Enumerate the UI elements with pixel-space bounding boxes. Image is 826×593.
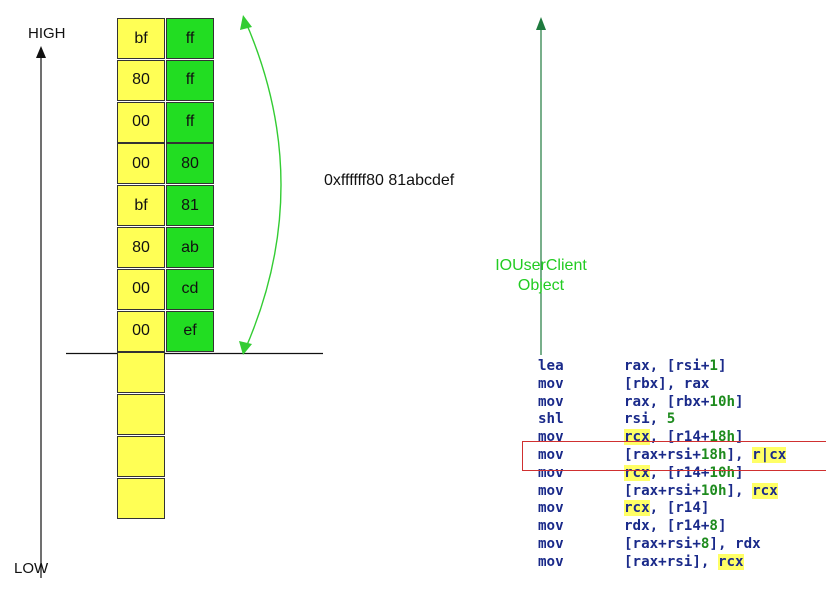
asm-operand: 5 [666,411,676,428]
asm-operand: [rax+rsi+ [624,535,701,552]
memory-cell-right: ff [166,59,214,101]
highlight-box [522,441,826,471]
asm-operand: ] [717,518,727,535]
memory-cell-left: bf [117,18,165,59]
asm-opcode: mov [538,464,564,481]
memory-cell-right: cd [166,268,214,310]
asm-operand: 8 [700,535,710,552]
asm-operand: ] [735,429,744,446]
memory-cell-left [117,352,165,394]
asm-operand: 8 [709,518,718,535]
asm-opcode: mov [538,446,564,463]
asm-opcode: mov [538,553,564,570]
axis-low-label: LOW [14,560,49,577]
asm-operand: ], [726,446,753,463]
asm-operand: rdx, [r14+ [624,518,710,535]
asm-opcode: mov [538,500,564,517]
address-label: 0xffffff80 81abcdef [324,172,455,189]
curve-arrowhead-top [240,15,252,30]
asm-operand: ] [717,358,727,374]
memory-cell-left: bf [117,185,165,227]
object-label: IOUserClient Object [476,256,606,296]
asm-line: mov [rax+rsi+18h], r|cx [538,446,787,465]
asm-opcode: shl [538,411,564,428]
asm-operand: ], rdx [709,535,761,552]
memory-cell-left: 00 [117,101,165,143]
asm-line: shl rsi, 5 [538,411,786,429]
asm-operand: rcx [717,553,744,570]
memory-cell-right: 80 [166,143,214,185]
memory-cell-right: ef [166,310,214,352]
axis-high-label: HIGH [28,25,66,42]
asm-opcode: mov [538,375,564,392]
span-curve-arrow [243,17,282,353]
asm-opcode: mov [538,393,564,410]
asm-operand: , [r14+ [649,464,710,481]
asm-line: mov rcx, [r14] [538,500,786,518]
asm-opcode: lea [538,358,564,374]
asm-operand: rax, [rsi+ [624,358,710,374]
asm-operand: 10h [709,464,736,481]
asm-operand: rax, [rbx+ [624,393,710,410]
asm-operand: r|cx [752,446,787,463]
asm-line: mov [rax+rsi+8], rdx [538,536,786,554]
asm-operand: rsi, [624,411,667,428]
asm-operand: rcx [752,482,778,499]
memory-cell-left: 00 [117,268,165,310]
asm-operand: rcx [624,500,650,517]
curve-arrowhead-bottom [239,341,252,355]
asm-operand: [rax+rsi], [624,553,718,570]
asm-opcode: mov [538,482,564,499]
asm-operand: [rax+rsi+ [624,482,701,499]
asm-operand: ] [735,464,744,481]
memory-cell-left [117,477,165,519]
memory-cell-left [117,436,165,477]
asm-line: mov rdx, [r14+8] [538,518,786,536]
object-pointer-arrowhead [536,17,546,30]
asm-operand: 10h [700,482,727,499]
asm-line: mov [rax+rsi+10h], rcx [538,482,786,501]
object-label-line2: Object [517,277,565,294]
memory-cell-right: ff [166,101,214,143]
memory-cell-left: 00 [117,143,165,185]
memory-cell-right: ff [166,18,214,59]
asm-operand: 10h [709,393,736,410]
memory-cell-left: 80 [117,59,165,101]
asm-line: mov [rax+rsi], rcx [538,553,786,572]
asm-operand: rcx [624,464,650,481]
asm-operand: [rbx], rax [624,375,710,392]
asm-line: mov [rbx], rax [538,376,786,394]
object-label-line1: IOUserClient [495,257,587,274]
asm-opcode: mov [538,518,564,535]
asm-operand: [rax+rsi+ [624,446,701,463]
memory-cell-right: ab [166,227,214,268]
memory-cell-left [117,394,165,436]
asm-line: mov rax, [rbx+10h] [538,394,786,412]
asm-line: mov rcx, [r14+10h] [538,464,786,483]
asm-line: lea rax, [rsi+1] [538,358,786,376]
asm-operand: , [r14] [649,500,710,517]
memory-cell-left: 80 [117,227,165,268]
memory-cell-left: 00 [117,310,165,352]
asm-operand: 1 [709,358,718,374]
axis-arrowhead [36,46,46,58]
asm-operand: 18h [700,446,727,463]
asm-operand: ], [726,482,753,499]
memory-cell-right: 81 [166,185,214,227]
asm-operand: ] [735,393,744,410]
asm-opcode: mov [538,535,564,552]
